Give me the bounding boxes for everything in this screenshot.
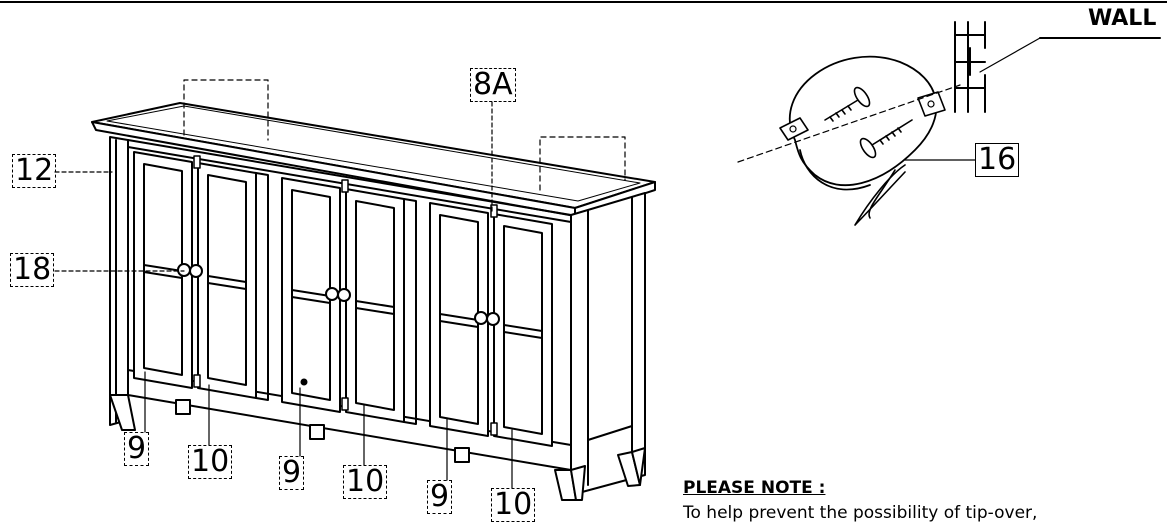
part-label-9-third: 9	[427, 480, 453, 514]
part-label-9-first: 9	[124, 432, 150, 466]
screw-lower	[859, 119, 913, 159]
part-label-10-second: 10	[343, 465, 388, 499]
part-label-18: 18	[10, 253, 55, 287]
part-label-12: 12	[12, 154, 57, 188]
cabinet-illustration	[54, 79, 656, 501]
door-pair-right	[429, 202, 553, 447]
wall-label: WALL	[1088, 6, 1157, 31]
screw-upper	[824, 86, 871, 122]
label-leaders	[54, 101, 513, 489]
wall-anchor-detail	[737, 21, 1161, 226]
top-callout-brackets	[183, 79, 626, 191]
part-label-10-third: 10	[491, 488, 536, 522]
cabinet-legs	[109, 394, 646, 501]
part-label-9-second: 9	[279, 456, 305, 490]
part-label-16: 16	[975, 143, 1020, 177]
note-title: PLEASE NOTE :	[683, 478, 826, 498]
note-body: To help prevent the possibility of tip-o…	[683, 503, 1038, 523]
cabinet-right-side	[570, 192, 646, 496]
cabinet-left-side	[109, 136, 129, 426]
wall-illustration	[954, 21, 1161, 113]
door-pair-left	[133, 151, 269, 401]
door-pair-middle	[281, 177, 417, 425]
part-label-10-first: 10	[188, 445, 233, 479]
part-label-8a: 8A	[470, 68, 516, 102]
